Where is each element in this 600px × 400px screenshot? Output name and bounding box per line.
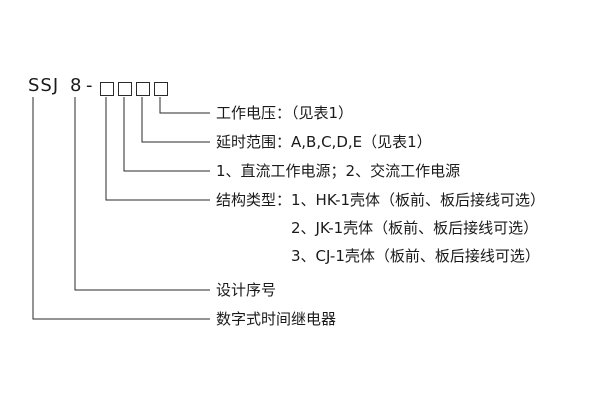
- label-delay-range: 延时范围：A,B,C,D,E（见表1）: [216, 133, 432, 151]
- label-product-name: 数字式时间继电器: [216, 310, 337, 328]
- label-structure-option-1: 1、HK-1壳体（板前、板后接线可选）: [291, 191, 546, 209]
- model-digit-box-1: [100, 82, 114, 96]
- connector-line-delay-range: [141, 97, 210, 143]
- connector-line-working-voltage: [159, 97, 210, 114]
- model-digit-box-2: [118, 82, 132, 96]
- label-structure-type: 结构类型：: [216, 191, 292, 209]
- model-separator-text: -: [86, 75, 94, 96]
- model-digit-box-4: [154, 82, 168, 96]
- model-design-number-text: 8: [70, 75, 83, 96]
- label-working-voltage: 工作电压：（见表1）: [216, 104, 354, 122]
- label-design-serial: 设计序号: [216, 281, 277, 299]
- label-structure-option-2: 2、JK-1壳体（板前、板后接线可选）: [291, 219, 539, 237]
- connector-line-product-name: [32, 97, 210, 320]
- connector-line-structure-type: [105, 97, 210, 201]
- label-power-type: 1、直流工作电源；2、交流工作电源: [216, 162, 461, 180]
- connector-line-power-type: [123, 97, 210, 172]
- model-prefix-text: SSJ: [28, 75, 60, 96]
- model-digit-box-3: [136, 82, 150, 96]
- label-structure-option-3: 3、CJ-1壳体（板前、板后接线可选）: [291, 247, 540, 265]
- connector-line-design-serial: [74, 97, 210, 291]
